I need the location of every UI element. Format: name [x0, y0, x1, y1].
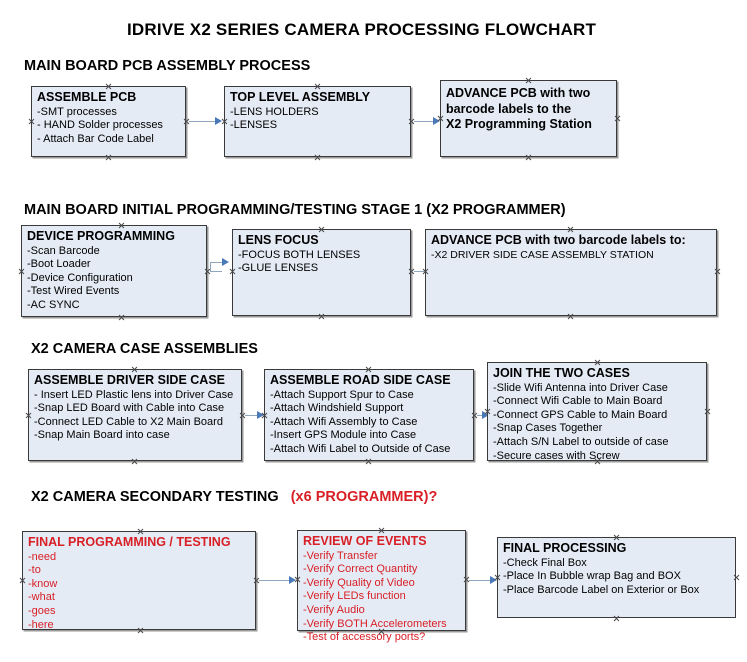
node-assemble-road-side-case[interactable]: ASSEMBLE ROAD SIDE CASE -Attach Support … [264, 369, 474, 461]
page-title: IDRIVE X2 SERIES CAMERA PROCESSING FLOWC… [127, 20, 597, 39]
node-line: -AC SYNC [27, 299, 80, 311]
node-title: ASSEMBLE ROAD SIDE CASE [270, 373, 451, 387]
node-title: FINAL PROGRAMMING / TESTING [28, 535, 231, 549]
node-title: ASSEMBLE DRIVER SIDE CASE [34, 373, 226, 387]
connector-arrowhead [257, 411, 264, 419]
node-line: -need [28, 550, 57, 563]
node-final-processing[interactable]: FINAL PROCESSING -Check Final Box -Place… [497, 537, 736, 618]
node-line: - Attach Bar Code Label [37, 132, 154, 145]
section-heading-text: MAIN BOARD INITIAL PROGRAMMING/TESTING S… [24, 202, 566, 218]
node-line: -Verify LEDs function [303, 590, 406, 603]
node-line: -Attach Support Spur to Case [270, 388, 414, 401]
node-line: -Place In Bubble wrap Bag and BOX [503, 570, 681, 583]
connector-arrowhead [222, 258, 229, 266]
node-title-line2: barcode labels to the [446, 101, 572, 116]
node-title: TOP LEVEL ASSEMBLY [230, 90, 371, 104]
node-title: ADVANCE PCB with two barcode labels to: [431, 233, 686, 247]
connector-driver-case-to-road-case [245, 415, 258, 416]
node-line: -SMT processes [37, 105, 117, 118]
node-line: -LENSES [230, 119, 278, 132]
node-line: - Insert LED Plastic lens into Driver Ca… [34, 388, 234, 401]
node-line: -Attach Windshield Support [270, 402, 404, 415]
node-title: REVIEW OF EVENTS [303, 534, 427, 548]
node-line: -Place Barcode Label on Exterior or Box [503, 583, 700, 596]
node-assemble-pcb[interactable]: ASSEMBLE PCB -SMT processes - HAND Solde… [31, 86, 186, 157]
connector-segment-horizontal [210, 262, 223, 263]
node-line: -Device Configuration [27, 271, 133, 284]
node-title: ADVANCE PCB with two [446, 86, 591, 100]
node-title: DEVICE PROGRAMMING [27, 229, 175, 243]
connector-arrowhead [482, 411, 489, 419]
connector-assemble-pcb-to-top-level [189, 121, 215, 122]
node-line: -goes [28, 605, 56, 617]
node-line: -Check Final Box [503, 556, 587, 569]
node-line: -Attach Wifi Assembly to Case [270, 415, 418, 428]
connector-segment-vertical [210, 262, 211, 272]
section-heading-x2-camera-secondary-testing: X2 CAMERA SECONDARY TESTING (x6 PROGRAMM… [31, 489, 437, 505]
node-join-the-two-cases[interactable]: JOIN THE TWO CASES -Slide Wifi Antenna i… [487, 362, 707, 462]
section-heading-main-board-initial-programming: MAIN BOARD INITIAL PROGRAMMING/TESTING S… [24, 202, 566, 218]
connector-road-case-to-join-cases [477, 415, 486, 416]
connector-final-programming-to-review-events [259, 580, 289, 581]
node-line-overflow: -Test of accessory ports? [303, 631, 426, 644]
node-line: -Scan Barcode [27, 244, 100, 257]
node-line: -Verify Audio [303, 604, 365, 616]
node-line: -Snap LED Board with Cable into Case [34, 402, 225, 415]
section-heading-text: MAIN BOARD PCB ASSEMBLY PROCESS [24, 58, 311, 74]
node-device-programming[interactable]: DEVICE PROGRAMMING -Scan Barcode -Boot L… [21, 225, 207, 317]
connector-arrowhead [289, 576, 296, 584]
node-review-of-events[interactable]: REVIEW OF EVENTS -Verify Transfer -Verif… [297, 530, 466, 643]
node-line: -know [28, 577, 58, 590]
node-advance-pcb-to-driver-side-case[interactable]: ADVANCE PCB with two barcode labels to: … [425, 229, 717, 316]
node-line: -here [28, 618, 54, 631]
node-final-programming-testing[interactable]: FINAL PROGRAMMING / TESTING -need -to -k… [22, 531, 256, 631]
node-lens-focus[interactable]: LENS FOCUS -FOCUS BOTH LENSES -GLUE LENS… [232, 229, 411, 316]
node-line: - HAND Solder processes [37, 119, 163, 132]
node-line: -to [28, 564, 41, 577]
connector-top-level-to-advance-pcb [414, 121, 434, 122]
node-title-line3: X2 Programming Station [446, 117, 592, 131]
node-line: -what [28, 591, 55, 604]
node-line: -Attach Wifi Label to Outside of Case [270, 443, 451, 455]
node-line: -Attach S/N Label to outside of case [493, 436, 669, 448]
node-line: -Boot Loader [27, 258, 91, 271]
connector-arrowhead [215, 117, 222, 125]
node-line: -Connect Wifi Cable to Main Board [493, 395, 663, 408]
node-line: -Verify Correct Quantity [303, 563, 418, 576]
node-line: -X2 DRIVER SIDE CASE ASSEMBLY STATION [431, 248, 654, 261]
node-line: -LENS HOLDERS [230, 105, 319, 118]
node-line: -Verify BOTH Accelerometers [303, 617, 447, 630]
section-heading-text: X2 CAMERA CASE ASSEMBLIES [31, 341, 258, 357]
section-heading-x2-camera-case-assemblies: X2 CAMERA CASE ASSEMBLIES [31, 341, 258, 357]
node-line: -Test Wired Events [27, 285, 120, 298]
node-line: -FOCUS BOTH LENSES [238, 248, 361, 261]
node-line: -Snap Cases Together [493, 422, 603, 435]
node-advance-pcb-to-programming-station[interactable]: ADVANCE PCB with two barcode labels to t… [440, 80, 617, 157]
connector-arrowhead [433, 117, 440, 125]
connector-review-events-to-final-processing [469, 580, 491, 581]
node-assemble-driver-side-case[interactable]: ASSEMBLE DRIVER SIDE CASE - Insert LED P… [28, 369, 242, 461]
node-line: -GLUE LENSES [238, 262, 319, 275]
section-heading-main-board-pcb-assembly: MAIN BOARD PCB ASSEMBLY PROCESS [24, 58, 310, 74]
node-title: FINAL PROCESSING [503, 541, 627, 555]
node-line: -Connect GPS Cable to Main Board [493, 408, 668, 421]
node-line: -Secure cases with Screw [493, 449, 620, 462]
node-line: -Snap Main Board into case [34, 429, 170, 442]
section-heading-accent: (x6 PROGRAMMER)? [290, 489, 438, 505]
connector-lens-focus-to-advance-pcb [414, 271, 427, 272]
node-title: JOIN THE TWO CASES [493, 366, 630, 380]
node-line: -Verify Quality of Video [303, 576, 415, 589]
node-line: -Verify Transfer [303, 549, 378, 562]
connector-arrowhead [490, 576, 497, 584]
node-line: -Slide Wifi Antenna into Driver Case [493, 381, 668, 394]
node-title: ASSEMBLE PCB [37, 90, 137, 104]
node-line: -Connect LED Cable to X2 Main Board [34, 415, 223, 428]
section-heading-text: X2 CAMERA SECONDARY TESTING [31, 489, 279, 505]
node-line: -Insert GPS Module into Case [270, 429, 417, 442]
node-top-level-assembly[interactable]: TOP LEVEL ASSEMBLY -LENS HOLDERS -LENSES [224, 86, 411, 157]
connector-device-programming-to-lens-focus [210, 271, 222, 272]
node-title: LENS FOCUS [238, 233, 319, 247]
